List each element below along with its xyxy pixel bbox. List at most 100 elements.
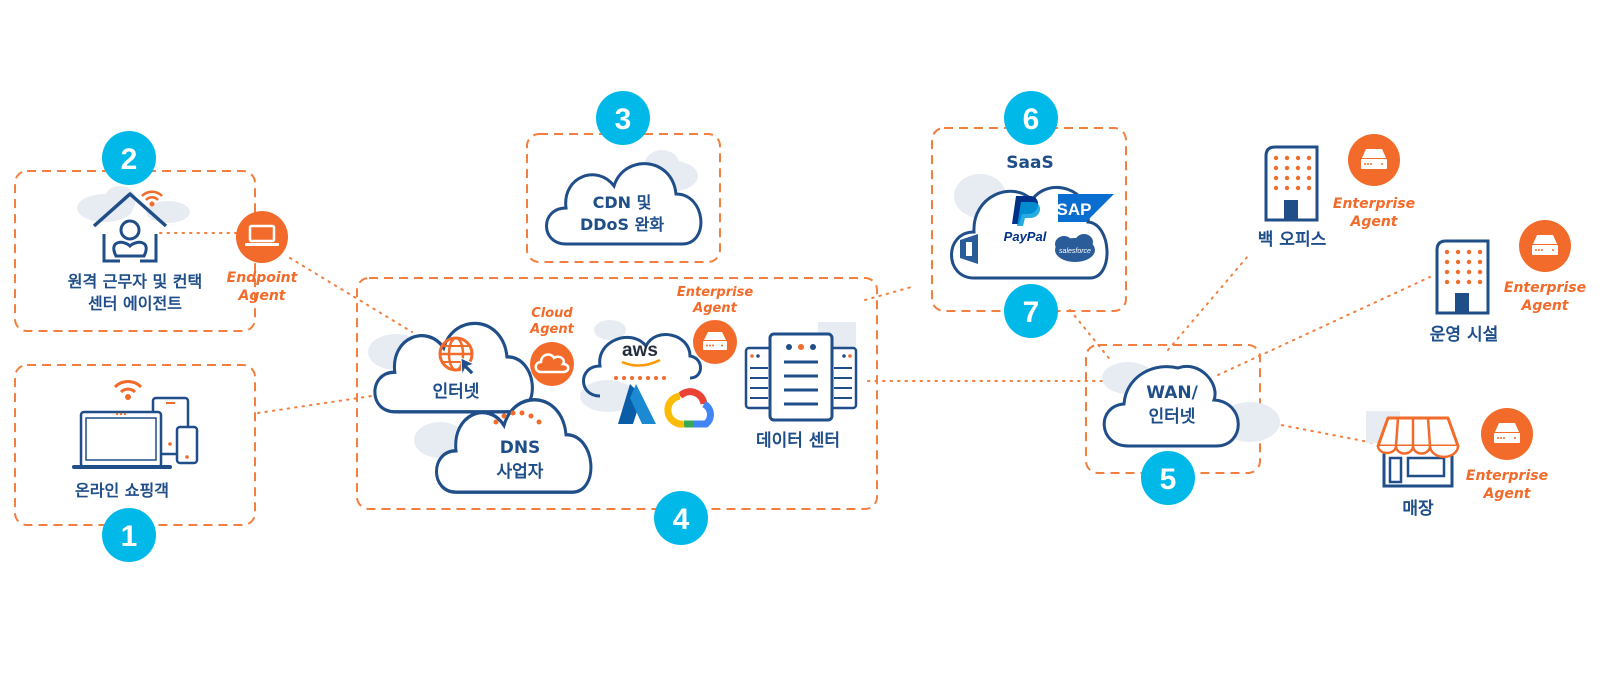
zone-4-boundary (356, 277, 878, 510)
wifi-icon (113, 380, 143, 400)
enterprise-agent-store-label-line1: Enterprise (1466, 468, 1548, 484)
enterprise-agent-back-office-label-line1: Enterprise (1333, 196, 1415, 212)
salesforce-logo: salesforce (1055, 234, 1095, 262)
internet-label: 인터넷 (433, 382, 480, 402)
azure-logo (618, 384, 656, 424)
cloud-agent-label-line1: Cloud (531, 306, 573, 321)
store-label: 매장 (1402, 499, 1434, 519)
svg-text:2: 2 (121, 143, 138, 176)
aws-smile (621, 358, 661, 367)
zone-saas: SaaS PayPal SAP salesforce (931, 127, 1127, 312)
link-endpoint-agent-to-internet (289, 257, 413, 333)
link-wan-to-operations (1217, 276, 1431, 376)
site-operations: 운영 시설 (1430, 239, 1498, 345)
enterprise-agent-back-office[interactable]: Enterprise Agent (1333, 134, 1415, 230)
site-store: 매장 (1366, 411, 1460, 519)
cloud-agent[interactable]: Cloud Agent (529, 306, 575, 386)
sap-wordmark: SAP (1057, 200, 1092, 219)
badge-1[interactable]: 1 (102, 508, 156, 562)
enterprise-agent-operations[interactable]: Enterprise Agent (1504, 220, 1586, 314)
badge-3[interactable]: 3 (596, 91, 650, 145)
paypal-wordmark: PayPal (1004, 229, 1047, 244)
badge-7[interactable]: 7 (1004, 284, 1058, 338)
endpoint-agent-badge[interactable] (236, 211, 288, 263)
site-back-office: 백 오피스 (1258, 145, 1327, 250)
badge-2[interactable]: 2 (102, 131, 156, 185)
online-shoppers-label: 온라인 쇼핑객 (75, 481, 169, 500)
wifi-icon (141, 190, 163, 207)
svg-text:6: 6 (1023, 103, 1040, 136)
cloud-agent-badge[interactable] (530, 342, 574, 386)
bg-cloud-decoration (77, 186, 190, 223)
endpoint-agent-label-line2: Agent (237, 288, 286, 304)
svg-text:1: 1 (121, 520, 138, 553)
endpoint-agent[interactable]: Endpoint Agent (227, 211, 299, 304)
datacenter-label: 데이터 센터 (756, 431, 840, 451)
cdn-label-line2: DDoS 완화 (580, 215, 664, 234)
datacenter-icon (744, 332, 858, 422)
enterprise-agent-store-label-line2: Agent (1482, 486, 1531, 502)
dns-label-line2: 사업자 (497, 462, 544, 482)
wan-cloud (1102, 364, 1240, 448)
badge-4[interactable]: 4 (654, 491, 708, 545)
dns-label-line1: DNS (500, 438, 541, 458)
building-icon (1264, 145, 1319, 222)
zone-internet-cloud-datacenter: 인터넷 DNS 사업자 Cloud Agent aws (356, 277, 878, 510)
aws-logo: aws (622, 340, 658, 361)
internet-cloud: 인터넷 (373, 321, 535, 414)
link-zone4-to-saas (864, 285, 916, 301)
wan-label-line1: WAN/ (1146, 383, 1198, 403)
google-cloud-logo (664, 388, 714, 428)
server-icon (1361, 149, 1387, 169)
office-logo (960, 234, 978, 264)
saas-label: SaaS (1006, 153, 1053, 173)
building-icon (1435, 239, 1490, 315)
cloud-agent-label-line2: Agent (529, 322, 574, 337)
home-worker-icon (92, 192, 168, 263)
storefront-icon (1376, 416, 1460, 488)
public-cloud-providers: aws (582, 333, 714, 428)
enterprise-agent-dc-label-line1: Enterprise (677, 285, 753, 300)
server-icon (1532, 235, 1558, 255)
link-shoppers-to-internet (257, 392, 393, 414)
svg-text:5: 5 (1160, 463, 1177, 496)
enterprise-agent-operations-label-line2: Agent (1520, 298, 1569, 314)
numbered-badges: 1 2 3 4 5 6 7 (102, 91, 1195, 562)
back-office-label: 백 오피스 (1258, 230, 1327, 250)
globe-cursor-icon (438, 336, 476, 377)
link-wan-to-back-office (1167, 255, 1249, 351)
enterprise-agent-store[interactable]: Enterprise Agent (1466, 408, 1548, 502)
svg-text:3: 3 (615, 103, 632, 136)
zone-wan: WAN/ 인터넷 (1085, 344, 1280, 474)
devices-icon (72, 380, 199, 469)
public-cloud-outline (582, 333, 702, 398)
salesforce-wordmark: salesforce (1059, 248, 1091, 255)
laptop-icon (245, 224, 279, 246)
zone-cdn-ddos: CDN 및 DDoS 완화 (526, 133, 721, 263)
link-saas-to-wan (1069, 309, 1113, 363)
operations-label: 운영 시설 (1430, 325, 1498, 345)
dotted-arc-decoration (493, 410, 542, 425)
badge-6[interactable]: 6 (1004, 91, 1058, 145)
wan-label-line2: 인터넷 (1149, 407, 1196, 427)
remote-workers-label-line2: 센터 에이전트 (88, 294, 182, 313)
paypal-logo: PayPal (1004, 196, 1047, 244)
enterprise-agent-back-office-label-line2: Agent (1349, 214, 1398, 230)
zone-remote-workers: 원격 근무자 및 컨택 센터 에이전트 (14, 170, 256, 332)
sap-logo: SAP (1057, 194, 1114, 222)
svg-text:7: 7 (1023, 296, 1040, 329)
enterprise-agent-dc-label-line2: Agent (692, 301, 737, 316)
enterprise-agent-operations-label-line1: Enterprise (1504, 280, 1586, 296)
cloud-icon (534, 353, 570, 374)
dotted-divider (614, 376, 666, 380)
server-icon (1494, 423, 1520, 443)
svg-text:4: 4 (673, 503, 690, 536)
enterprise-agent-datacenter[interactable]: Enterprise Agent (677, 285, 753, 364)
endpoint-agent-label-line1: Endpoint (227, 270, 299, 286)
dns-provider-cloud: DNS 사업자 (434, 398, 593, 494)
zone-3-boundary (526, 133, 721, 263)
badge-5[interactable]: 5 (1141, 451, 1195, 505)
remote-workers-label-line1: 원격 근무자 및 컨택 (68, 272, 202, 291)
server-icon (703, 332, 727, 350)
